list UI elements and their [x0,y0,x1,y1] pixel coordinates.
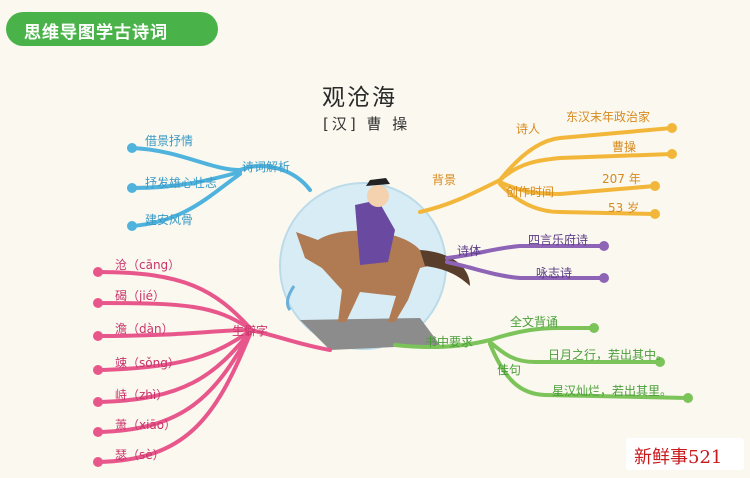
famous-line: 日月之行，若出其中。 [548,348,669,362]
time-item: 53 岁 [608,201,640,215]
character-item: 瑟（sè） [115,448,165,462]
analysis-item: 建安风骨 [145,213,194,227]
banner-text: 思维导图学古诗词 [24,23,168,43]
branch-label-analysis: 诗词解析 [242,160,291,174]
poet-item: 东汉末年政治家 [566,110,651,124]
sub-label-poet: 诗人 [516,122,541,136]
poem-author: [汉] 曹 操 [323,115,411,133]
watermark: 新鲜事521 [626,438,744,470]
branch-label-background: 背景 [432,173,457,187]
poem-title: 观沧海 [322,85,397,111]
watermark-text: 新鲜事521 [634,447,723,468]
sub-label-famous: 佳句 [497,363,522,377]
center-illustration [279,178,470,350]
character-item: 竦（sǒng） [115,356,180,370]
famous-line: 星汉灿烂，若出其里。 [552,384,673,398]
branch-label-requirements: 书中要求 [425,335,474,349]
character-item: 碣（jié） [115,289,166,303]
form-item: 四言乐府诗 [528,233,589,247]
sub-label-time: 创作时间 [506,185,555,199]
branch-label-form: 诗体 [457,244,482,258]
poet-item: 曹操 [612,140,637,154]
analysis-item: 抒发雄心壮志 [145,176,218,190]
time-item: 207 年 [602,172,641,186]
character-item: 澹（dàn） [115,322,174,336]
character-item: 沧（cāng） [115,258,181,272]
character-item: 峙（zhì） [115,388,169,402]
analysis-item: 借景抒情 [145,134,194,148]
character-item: 萧（xiāo） [115,418,177,432]
form-item: 咏志诗 [536,266,573,280]
requirements-item: 全文背诵 [510,315,559,329]
branch-label-characters: 生僻字 [232,324,269,338]
header-banner: 思维导图学古诗词 [6,12,218,46]
